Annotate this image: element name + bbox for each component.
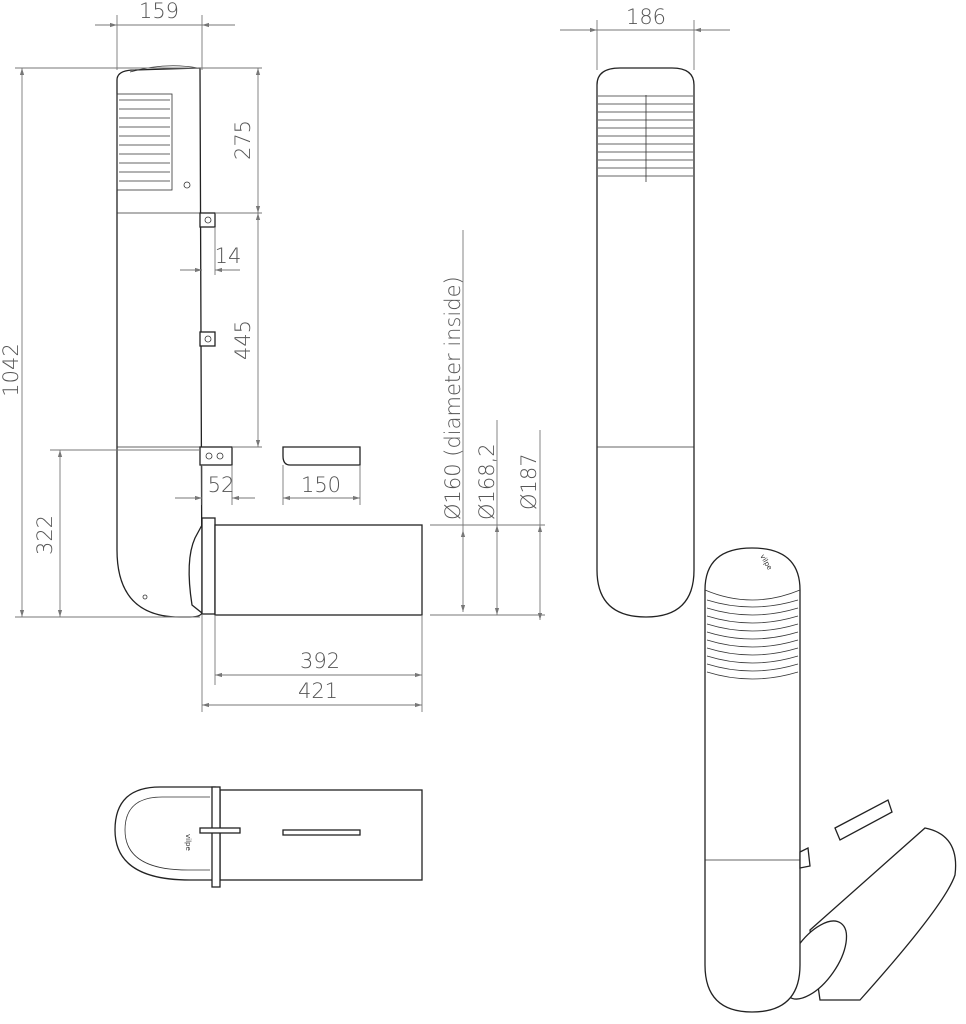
louvre-slat <box>706 607 799 616</box>
isometric-view: vilpe <box>704 547 957 1013</box>
dim-1042: 1042 <box>0 343 23 396</box>
dim-14: 14 <box>215 244 242 268</box>
louvre-slat <box>706 623 799 632</box>
bracket-top <box>199 212 216 228</box>
louvre-slat <box>706 663 799 672</box>
louvre-slat <box>706 671 799 680</box>
pipe <box>214 524 423 616</box>
louvre-slat <box>706 631 799 640</box>
dim-392: 392 <box>300 649 340 673</box>
louvres <box>116 93 173 191</box>
dim-186: 186 <box>626 5 666 29</box>
dim-322: 322 <box>33 515 57 555</box>
louvre-slat <box>706 655 799 664</box>
louvre-slat <box>706 647 799 656</box>
dim-275: 275 <box>231 120 255 160</box>
iso-clip <box>834 799 893 841</box>
dim-150: 150 <box>301 473 341 497</box>
louvre-slat <box>706 599 799 608</box>
flange <box>201 517 216 615</box>
dim-52: 52 <box>208 473 235 497</box>
dim-diameter-187: Ø187 <box>517 453 541 510</box>
clip-part <box>282 446 361 466</box>
logo-top-view: vilpe <box>184 834 192 851</box>
dimensions: 159 275 445 1042 322 14 52 150 Ø160 (dia… <box>0 0 730 712</box>
dim-159: 159 <box>139 0 179 23</box>
dim-445: 445 <box>231 320 255 360</box>
dim-diameter-160: Ø160 (diameter inside) <box>441 276 465 520</box>
front-view <box>596 67 695 618</box>
top-view: vilpe <box>114 786 423 888</box>
dim-diameter-168: Ø168,2 <box>475 443 499 520</box>
louvre-slat <box>706 639 799 648</box>
bracket-middle <box>199 331 216 347</box>
dim-421: 421 <box>298 679 338 703</box>
louvre-slat <box>706 615 799 624</box>
side-view <box>116 65 423 618</box>
bracket-bottom <box>199 446 233 466</box>
